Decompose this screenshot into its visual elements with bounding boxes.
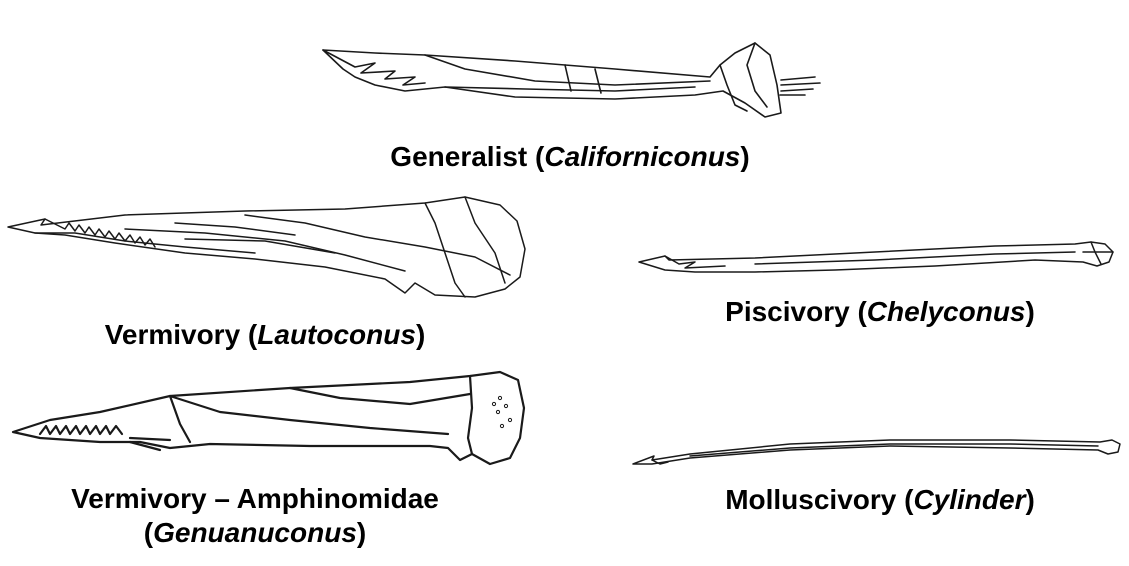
- vermivory-caption-prefix: Vermivory (: [105, 319, 258, 350]
- molluscivory-caption-genus: Cylinder: [913, 484, 1025, 515]
- amphinomidae-caption: Vermivory – Amphinomidae (Genuanuconus): [20, 482, 490, 550]
- piscivory-caption-suffix: ): [1026, 296, 1035, 327]
- vermivory-caption: Vermivory (Lautoconus): [40, 318, 490, 352]
- amphinomidae-caption-prefix: (: [144, 517, 153, 548]
- amphinomidae-tooth-drawing: [10, 368, 530, 468]
- piscivory-caption-genus: Chelyconus: [867, 296, 1026, 327]
- generalist-caption: Generalist (Californiconus): [300, 140, 840, 174]
- amphinomidae-caption-genus: Genuanuconus: [153, 517, 357, 548]
- piscivory-tooth-drawing: [635, 238, 1125, 280]
- molluscivory-caption: Molluscivory (Cylinder): [690, 483, 1070, 517]
- piscivory-caption: Piscivory (Chelyconus): [690, 295, 1070, 329]
- molluscivory-caption-prefix: Molluscivory (: [725, 484, 913, 515]
- amphinomidae-caption-line1: Vermivory – Amphinomidae: [20, 482, 490, 516]
- vermivory-caption-genus: Lautoconus: [257, 319, 416, 350]
- generalist-tooth-drawing: [315, 25, 825, 135]
- generalist-caption-genus: Californiconus: [544, 141, 740, 172]
- generalist-caption-suffix: ): [740, 141, 749, 172]
- generalist-caption-prefix: Generalist (: [390, 141, 544, 172]
- molluscivory-tooth-drawing: [630, 430, 1125, 472]
- amphinomidae-caption-line2: (Genuanuconus): [20, 516, 490, 550]
- piscivory-caption-prefix: Piscivory (: [725, 296, 867, 327]
- vermivory-tooth-drawing: [5, 193, 535, 305]
- amphinomidae-caption-suffix: ): [357, 517, 366, 548]
- vermivory-caption-suffix: ): [416, 319, 425, 350]
- molluscivory-caption-suffix: ): [1025, 484, 1034, 515]
